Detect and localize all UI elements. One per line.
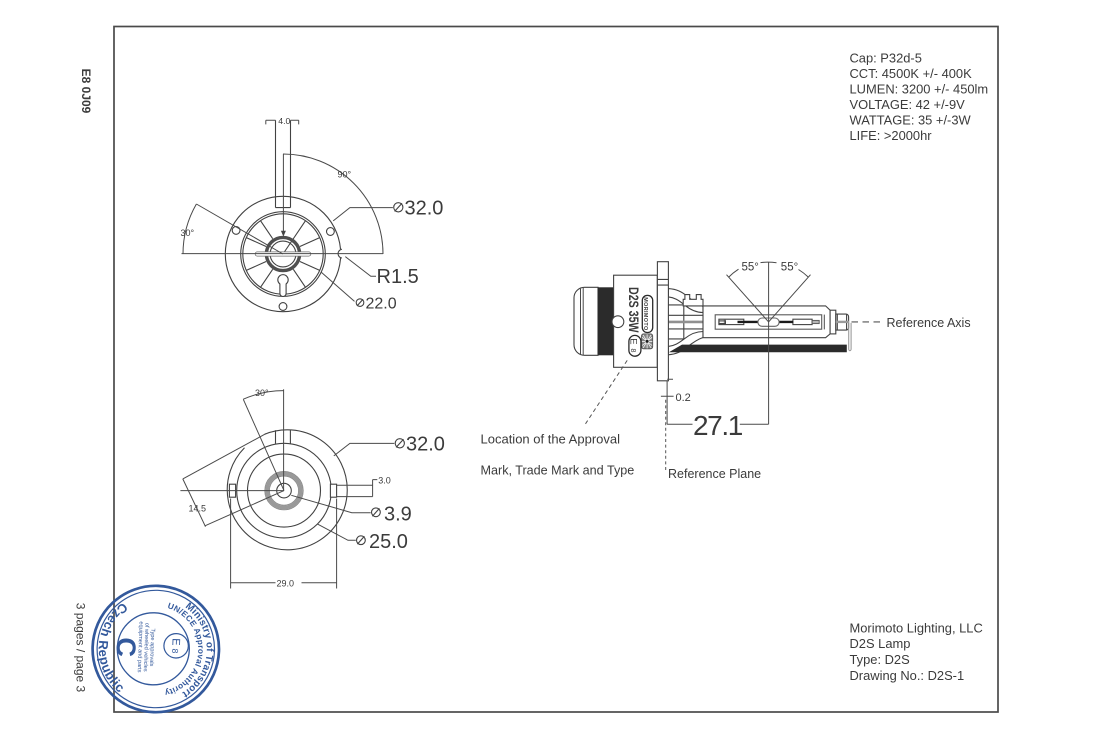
svg-text:equipment and parts: equipment and parts (136, 621, 144, 672)
svg-text:Location of the Approval: Location of the Approval (481, 432, 621, 447)
svg-text:22.0: 22.0 (366, 296, 397, 313)
svg-text:3 pages / page 3: 3 pages / page 3 (74, 603, 88, 693)
svg-text:of wheeled vehicles: of wheeled vehicles (142, 623, 150, 672)
svg-text:55°: 55° (781, 262, 798, 274)
svg-text:27.1: 27.1 (693, 410, 743, 441)
svg-text:32.0: 32.0 (406, 434, 445, 456)
svg-text:E: E (628, 338, 639, 344)
svg-text:VOLTAGE: 42 +/-9V: VOLTAGE: 42 +/-9V (850, 97, 966, 112)
svg-text:3.0: 3.0 (378, 476, 391, 486)
svg-text:30°: 30° (181, 228, 195, 238)
svg-text:14.5: 14.5 (189, 504, 207, 514)
svg-text:LIFE: >2000hr: LIFE: >2000hr (850, 128, 933, 143)
svg-text:0.2: 0.2 (676, 392, 691, 404)
svg-text:E8 0J09: E8 0J09 (79, 69, 93, 114)
svg-text:D2S Lamp: D2S Lamp (850, 636, 911, 651)
svg-text:29.0: 29.0 (277, 579, 295, 589)
svg-text:WATTAGE: 35 +/-3W: WATTAGE: 35 +/-3W (850, 113, 972, 128)
svg-text:D2S 35W: D2S 35W (626, 287, 642, 333)
svg-text:Reference Plane: Reference Plane (668, 467, 761, 481)
svg-text:Drawing No.: D2S-1: Drawing No.: D2S-1 (850, 668, 965, 683)
svg-text:C: C (111, 637, 142, 658)
svg-text:32.0: 32.0 (405, 198, 444, 220)
svg-text:Morimoto Lighting, LLC: Morimoto Lighting, LLC (850, 621, 983, 636)
svg-text:Mark, Trade Mark and Type: Mark, Trade Mark and Type (481, 464, 635, 478)
svg-text:Type: D2S: Type: D2S (850, 652, 910, 667)
svg-text:LUMEN: 3200 +/- 450lm: LUMEN: 3200 +/- 450lm (850, 82, 989, 97)
svg-text:25.0: 25.0 (369, 531, 408, 553)
svg-text:4.0: 4.0 (278, 116, 290, 126)
svg-text:R1.5: R1.5 (377, 266, 419, 288)
svg-text:3.9: 3.9 (384, 504, 412, 526)
svg-text:90°: 90° (338, 170, 352, 180)
svg-text:Cap: P32d-5: Cap: P32d-5 (850, 51, 922, 66)
svg-text:Reference Axis: Reference Axis (887, 316, 971, 330)
svg-text:30°: 30° (255, 388, 269, 398)
svg-text:MORIMOTO: MORIMOTO (642, 297, 648, 330)
svg-text:55°: 55° (742, 262, 759, 274)
svg-text:Type approvals: Type approvals (148, 628, 155, 666)
svg-text:CCT: 4500K +/- 400K: CCT: 4500K +/- 400K (850, 66, 973, 81)
svg-text:8: 8 (629, 348, 636, 352)
svg-text:E 8: E 8 (169, 638, 182, 654)
